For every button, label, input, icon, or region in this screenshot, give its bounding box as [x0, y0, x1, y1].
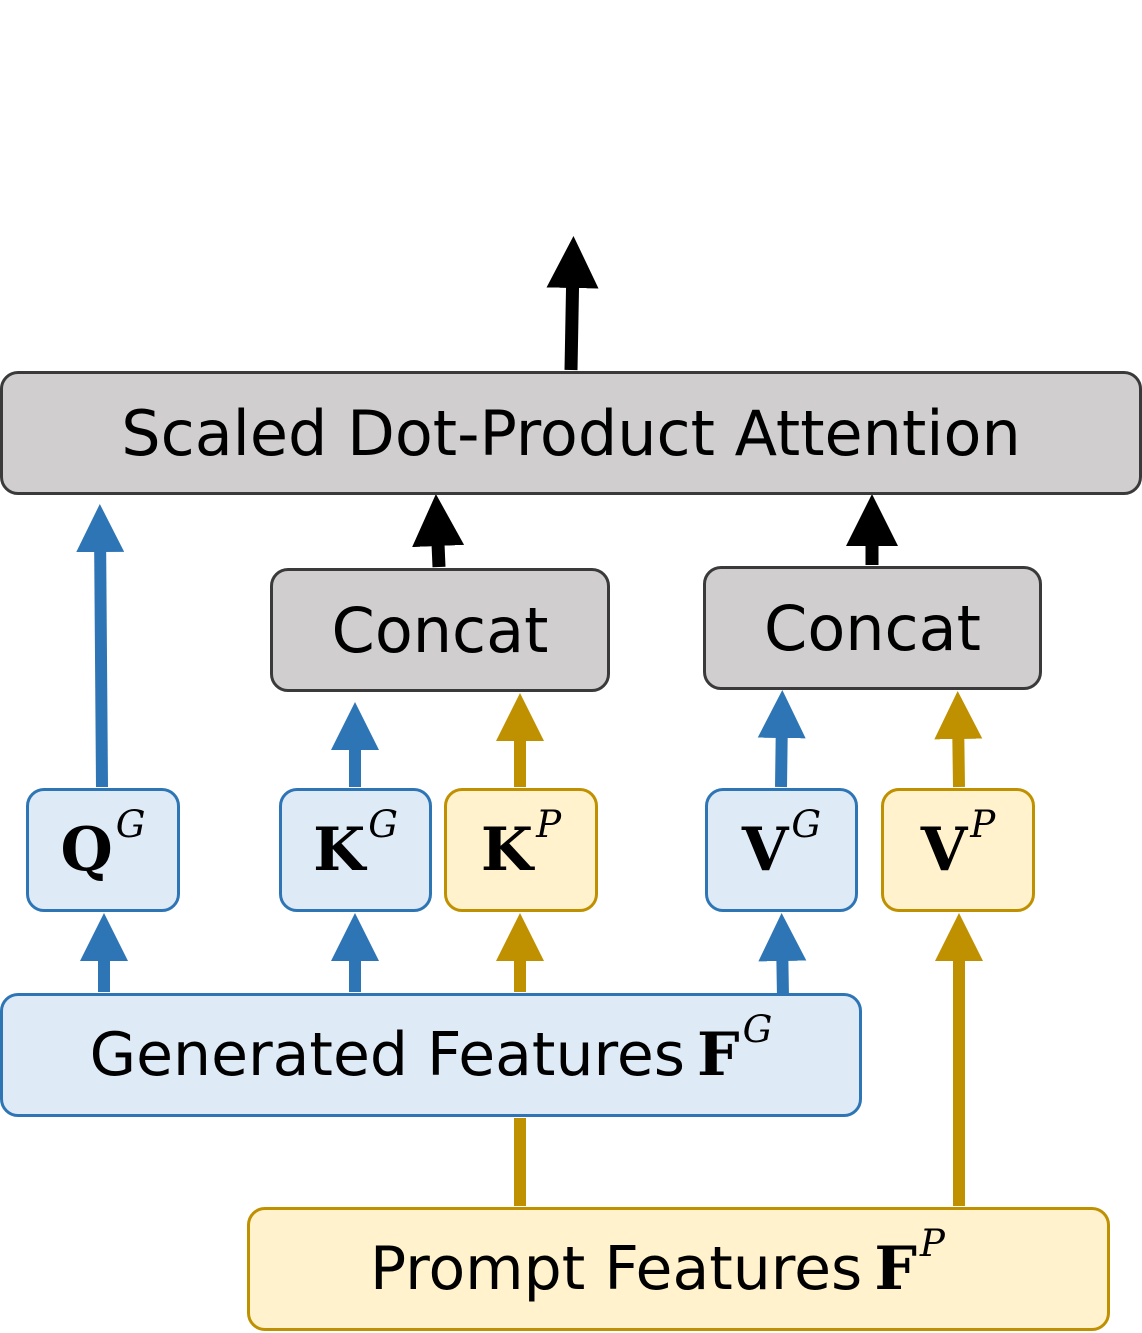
- concat-k-label: Concat: [331, 593, 549, 667]
- generated-features-symbol: F: [697, 1020, 740, 1090]
- key-generated-superscript: G: [368, 801, 398, 846]
- generated-to-vg-arrow: [758, 913, 807, 999]
- key-prompt-superscript: P: [536, 801, 562, 846]
- generated-features-superscript: G: [742, 1006, 773, 1051]
- qg-to-attention-arrow: [76, 504, 125, 788]
- output-arrow: [546, 236, 599, 371]
- value-generated-symbol: V: [741, 815, 789, 885]
- attention-block: Scaled Dot-Product Attention: [0, 371, 1142, 495]
- key-generated-symbol: K: [313, 815, 366, 885]
- concat-v-label: Concat: [764, 591, 981, 665]
- vg-to-concat-arrow: [757, 690, 806, 788]
- key-prompt-symbol: K: [480, 815, 534, 885]
- concat-k-to-attention-arrow: [412, 494, 465, 568]
- prompt-features-label: Prompt Features: [370, 1234, 863, 1304]
- value-prompt-superscript: P: [970, 801, 996, 846]
- prompt-features-symbol: F: [874, 1234, 917, 1304]
- vp-to-concat-arrow: [934, 691, 983, 788]
- prompt-features-superscript: P: [919, 1220, 945, 1265]
- value-prompt-symbol: V: [920, 815, 968, 885]
- concat-k-block: Concat: [270, 568, 610, 692]
- concat-v-block: Concat: [703, 566, 1042, 690]
- attention-label: Scaled Dot-Product Attention: [121, 396, 1021, 470]
- query-generated-symbol: Q: [60, 815, 113, 885]
- value-generated-superscript: G: [791, 801, 822, 846]
- query-generated-superscript: G: [115, 801, 146, 846]
- generated-features-label: Generated Features: [89, 1020, 686, 1090]
